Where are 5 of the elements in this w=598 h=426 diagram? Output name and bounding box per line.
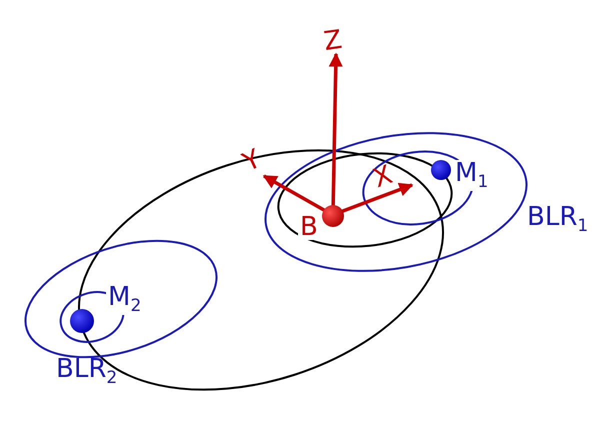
axis-label: Y — [239, 146, 265, 176]
region-label: BLR$_{2}$ — [56, 356, 118, 388]
axis-label: Z — [322, 26, 344, 56]
axis-label: X — [370, 162, 396, 192]
region-label: BLR$_{1}$ — [527, 204, 588, 236]
